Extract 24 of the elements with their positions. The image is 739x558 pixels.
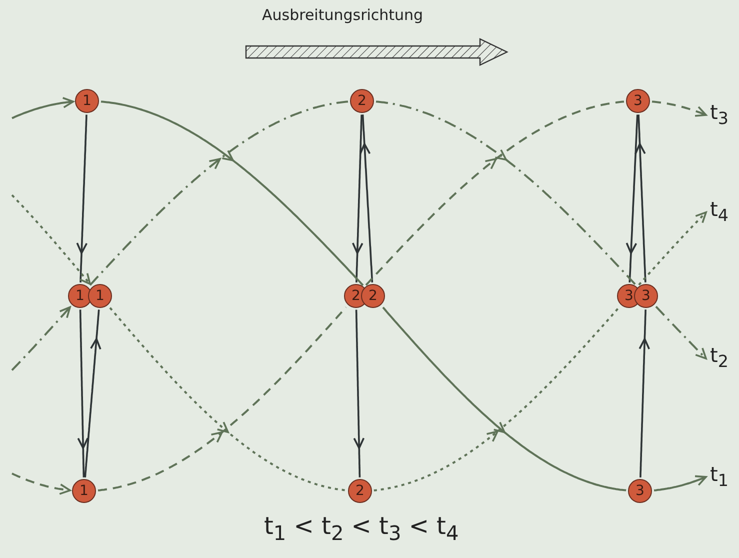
- particle-circle: 1: [68, 284, 92, 308]
- particle-circle: 1: [88, 284, 112, 308]
- arrow: [654, 475, 708, 492]
- direction-label: Ausbreitungsrichtung: [262, 6, 424, 24]
- time-label: t$_{3}$: [710, 100, 728, 128]
- arrow: [655, 306, 708, 360]
- particle-circle: 1: [72, 479, 96, 503]
- arrow: [652, 100, 708, 117]
- arrow: [11, 306, 72, 371]
- particle-circle: 2: [361, 284, 385, 308]
- particle-circle: 2: [350, 89, 374, 113]
- particle-circle: 1: [75, 89, 99, 113]
- time-label: t$_{2}$: [710, 343, 728, 372]
- arrow: [12, 97, 76, 120]
- particle-circle: 3: [634, 284, 658, 308]
- arrow: [11, 194, 92, 286]
- time-label: t$_{1}$: [710, 462, 728, 490]
- arrow: [638, 210, 708, 286]
- particle-circle: 3: [626, 89, 650, 113]
- arrow: [12, 472, 72, 495]
- particle-circle: 3: [628, 479, 652, 503]
- time-order-caption: t$_{1}$ < t$_{2}$ < t$_{3}$ < t$_{4}$: [264, 512, 459, 545]
- time-label: t$_{4}$: [710, 197, 728, 226]
- particle-circle: 2: [348, 479, 372, 503]
